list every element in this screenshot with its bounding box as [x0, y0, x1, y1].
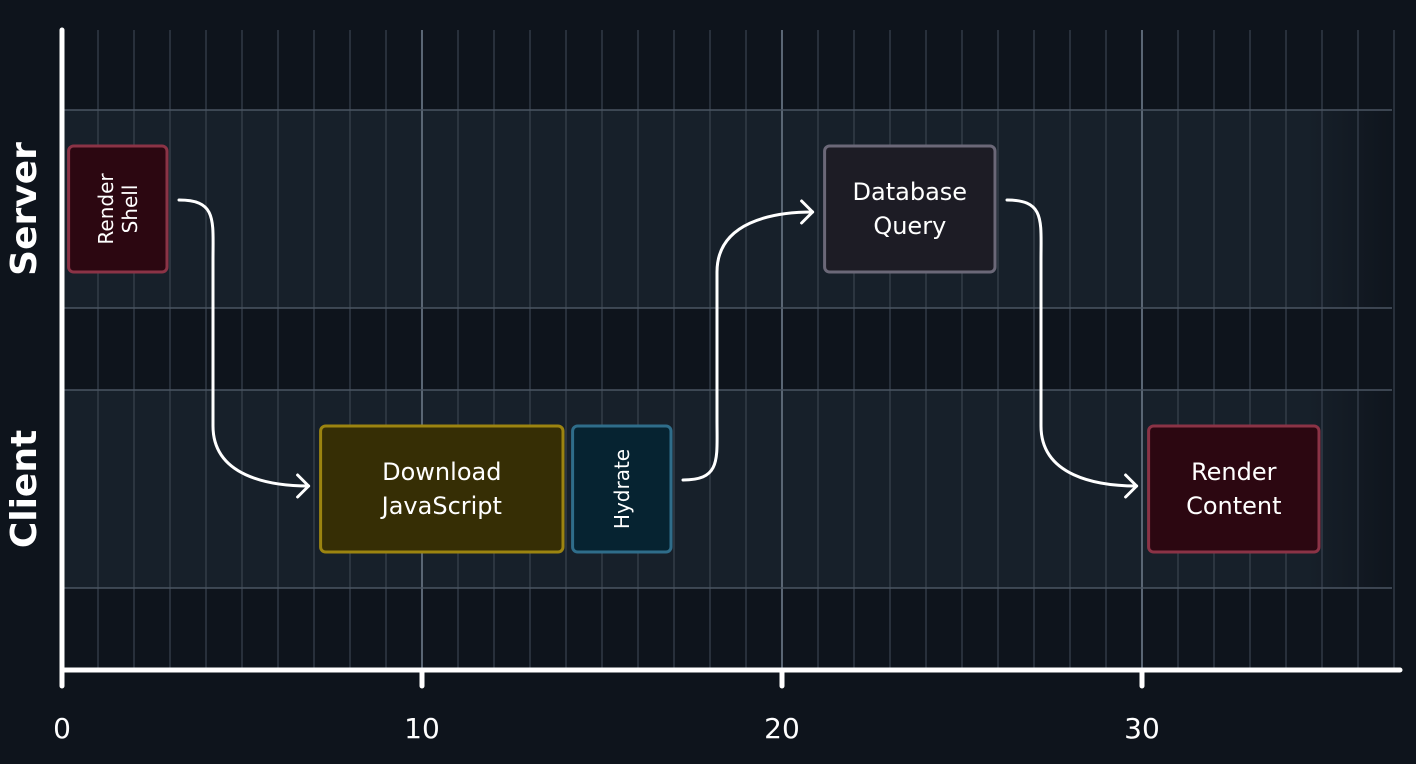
- grid-lines: [62, 30, 1395, 670]
- x-tick-label: 30: [1124, 712, 1160, 745]
- task-label-line: Render: [1191, 458, 1277, 486]
- task-box: [319, 424, 565, 554]
- task-label-line: Query: [873, 212, 946, 240]
- axes: [59, 27, 1403, 689]
- task-label-line: Download: [382, 458, 501, 486]
- task-label-line: Render: [94, 173, 118, 245]
- x-tick-label: 0: [53, 712, 71, 745]
- lane-label-client: Client: [4, 430, 45, 548]
- task-label-line: Content: [1186, 492, 1281, 520]
- arrow-render-shell-to-download-javascript: [177, 198, 311, 499]
- task-label-line: Hydrate: [610, 449, 634, 529]
- x-tick-label: 20: [764, 712, 800, 745]
- task-label-line: JavaScript: [380, 492, 502, 520]
- task-label-line: Database: [853, 178, 968, 206]
- arrow-head: [1124, 473, 1139, 499]
- arrow-hydrate-to-database-query: [681, 199, 815, 482]
- task-box: [67, 144, 169, 274]
- task-box: [1147, 424, 1321, 554]
- lane-label-server: Server: [4, 142, 45, 276]
- x-axis-tick-labels: 0 10 20 30: [53, 712, 1160, 745]
- arrow-head: [296, 473, 311, 499]
- task-label-line: Shell: [118, 185, 142, 234]
- x-tick-label: 10: [404, 712, 440, 745]
- flow-arrows: [177, 198, 1139, 499]
- arrow-head: [800, 199, 815, 225]
- task-box: [571, 424, 673, 554]
- lane-band-server: [62, 110, 1400, 308]
- arrow-line: [177, 198, 311, 488]
- task-hydrate: Hydrate: [571, 424, 673, 554]
- arrow-database-query-to-render-content: [1005, 198, 1139, 499]
- arrow-line: [1005, 198, 1139, 488]
- arrow-line: [681, 210, 815, 482]
- task-box: [823, 144, 997, 274]
